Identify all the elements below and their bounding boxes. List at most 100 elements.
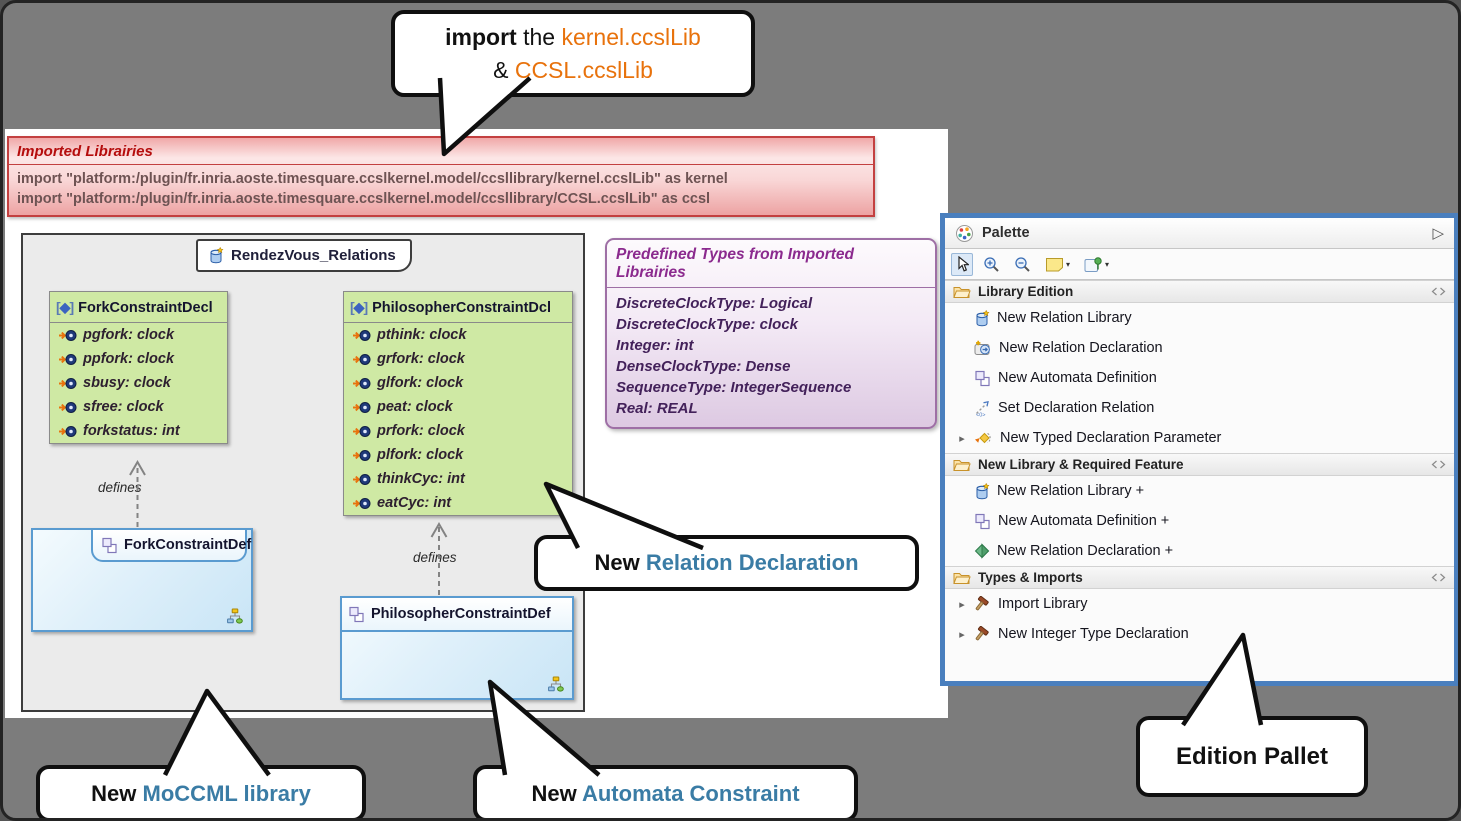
- callout-label: Edition Pallet: [1175, 742, 1328, 770]
- note-tool[interactable]: ▾: [1041, 254, 1074, 275]
- section-label: New Library & Required Feature: [978, 457, 1184, 472]
- callout-bold: New: [91, 780, 143, 806]
- attribute-text: glfork: clock: [377, 375, 464, 391]
- palette-item[interactable]: ▸ Import Library: [945, 589, 1454, 619]
- attribute-text: prfork: clock: [377, 423, 465, 439]
- attribute-text: pthink: clock: [377, 327, 467, 343]
- class-icon: [◆]: [350, 299, 368, 315]
- org-chart-icon: [547, 676, 565, 692]
- palette-item[interactable]: <0>Set Declaration Relation: [945, 393, 1454, 423]
- attribute-text: grfork: clock: [377, 351, 465, 367]
- attribute-row[interactable]: plfork: clock: [344, 443, 572, 467]
- edition-pallet-callout: Edition Pallet: [1136, 716, 1368, 797]
- expand-arrow-icon[interactable]: ▸: [959, 432, 965, 445]
- palette-item[interactable]: New Automata Definition: [945, 363, 1454, 393]
- palette-item[interactable]: New Relation Declaration: [945, 333, 1454, 363]
- import-mid: the: [516, 24, 562, 51]
- callout-accent: Automata Constraint: [581, 780, 800, 806]
- palette-item[interactable]: ▸New Integer Type Declaration: [945, 619, 1454, 649]
- attribute-row[interactable]: pthink: clock: [344, 323, 572, 347]
- selection-tool[interactable]: [951, 252, 973, 276]
- attribute-text: thinkCyc: int: [377, 471, 465, 487]
- attribute-row[interactable]: forkstatus: int: [50, 419, 227, 443]
- defines-label: defines: [413, 550, 457, 565]
- palette-item[interactable]: ▸ New Typed Declaration Parameter: [945, 423, 1454, 453]
- defines-label: defines: [98, 480, 142, 495]
- attribute-icon: [352, 449, 371, 462]
- attribute-icon: [58, 425, 77, 438]
- zoom-out-tool[interactable]: [1010, 253, 1035, 276]
- palette-item-label: New Automata Definition +: [998, 513, 1170, 529]
- attribute-icon: [352, 425, 371, 438]
- fork-constraint-def-box[interactable]: ForkConstraintDef: [31, 528, 253, 632]
- hammer-icon: [974, 625, 991, 643]
- palette-item[interactable]: New Relation Declaration +: [945, 536, 1454, 566]
- attribute-icon: [352, 473, 371, 486]
- type-entry: Integer: int: [616, 337, 694, 354]
- typed-declaration-parameter-icon: [974, 430, 993, 446]
- import-statement: import "platform:/plugin/fr.inria.aoste.…: [17, 191, 711, 207]
- palette-section-header[interactable]: Library Edition: [945, 280, 1454, 303]
- attribute-row[interactable]: sbusy: clock: [50, 371, 227, 395]
- folder-icon: [953, 458, 971, 472]
- attribute-row[interactable]: eatCyc: int: [344, 491, 572, 515]
- attribute-row[interactable]: prfork: clock: [344, 419, 572, 443]
- import-lib1: kernel.ccslLib: [561, 24, 701, 51]
- palette-toolbar: ▾▾: [945, 249, 1454, 280]
- palette-item-label: New Relation Library: [997, 310, 1132, 326]
- svg-text:<0>: <0>: [976, 412, 985, 417]
- palette-item[interactable]: New Automata Definition +: [945, 506, 1454, 536]
- attribute-row[interactable]: glfork: clock: [344, 371, 572, 395]
- attribute-text: pgfork: clock: [83, 327, 175, 343]
- palette-item-label: Import Library: [998, 596, 1088, 612]
- philosopher-constraint-decl-box[interactable]: [◆] PhilosopherConstraintDcl pthink: clo…: [343, 291, 573, 516]
- import-lib2: CCSL.ccslLib: [514, 56, 653, 83]
- philosopher-constraint-def-box[interactable]: PhilosopherConstraintDef: [340, 596, 574, 700]
- palette-section-header[interactable]: Types & Imports: [945, 566, 1454, 589]
- set-declaration-relation-icon: <0>: [974, 400, 991, 417]
- attribute-icon: [58, 401, 77, 414]
- palette-icon: [955, 224, 974, 243]
- attribute-row[interactable]: sfree: clock: [50, 395, 227, 419]
- attribute-icon: [352, 329, 371, 342]
- expand-arrow-icon[interactable]: ▸: [959, 628, 965, 641]
- attribute-icon: [352, 353, 371, 366]
- attribute-icon: [352, 497, 371, 510]
- dropdown-caret-icon[interactable]: ▾: [1105, 259, 1110, 269]
- pin-note-icon: [1084, 256, 1103, 273]
- section-label: Types & Imports: [978, 570, 1083, 585]
- pin-note-tool[interactable]: ▾: [1080, 253, 1113, 276]
- palette-item[interactable]: New Relation Library +: [945, 476, 1454, 506]
- types-title: Predefined Types from Imported Librairie…: [607, 240, 935, 288]
- attribute-row[interactable]: ppfork: clock: [50, 347, 227, 371]
- callout-accent: Relation Declaration: [645, 550, 859, 575]
- green-diamond-icon: [974, 543, 990, 559]
- attribute-icon: [58, 377, 77, 390]
- attribute-row[interactable]: peat: clock: [344, 395, 572, 419]
- palette-title: Palette: [982, 225, 1030, 241]
- automata-definition-icon: [974, 370, 991, 387]
- palette-item[interactable]: New Relation Library: [945, 303, 1454, 333]
- def-header: PhilosopherConstraintDef: [342, 598, 572, 632]
- package-tab[interactable]: RendezVous_Relations: [196, 239, 412, 272]
- collapse-arrow-icon[interactable]: ▷: [1432, 225, 1444, 242]
- type-entry: DenseClockType: Dense: [616, 358, 791, 375]
- automata-definition-icon: [348, 606, 365, 623]
- palette-header: Palette ▷: [945, 218, 1454, 249]
- palette-section-header[interactable]: New Library & Required Feature: [945, 453, 1454, 476]
- zoom-out-icon: [1014, 256, 1031, 273]
- dropdown-caret-icon[interactable]: ▾: [1066, 259, 1071, 269]
- import-bold: import: [445, 24, 517, 51]
- attribute-row[interactable]: grfork: clock: [344, 347, 572, 371]
- zoom-in-tool[interactable]: [979, 253, 1004, 276]
- attribute-row[interactable]: pgfork: clock: [50, 323, 227, 347]
- palette-item-label: New Typed Declaration Parameter: [1000, 430, 1222, 446]
- package-name: RendezVous_Relations: [231, 247, 396, 264]
- predefined-types-box: Predefined Types from Imported Librairie…: [605, 238, 937, 429]
- expand-arrow-icon[interactable]: ▸: [959, 598, 965, 611]
- attribute-row[interactable]: thinkCyc: int: [344, 467, 572, 491]
